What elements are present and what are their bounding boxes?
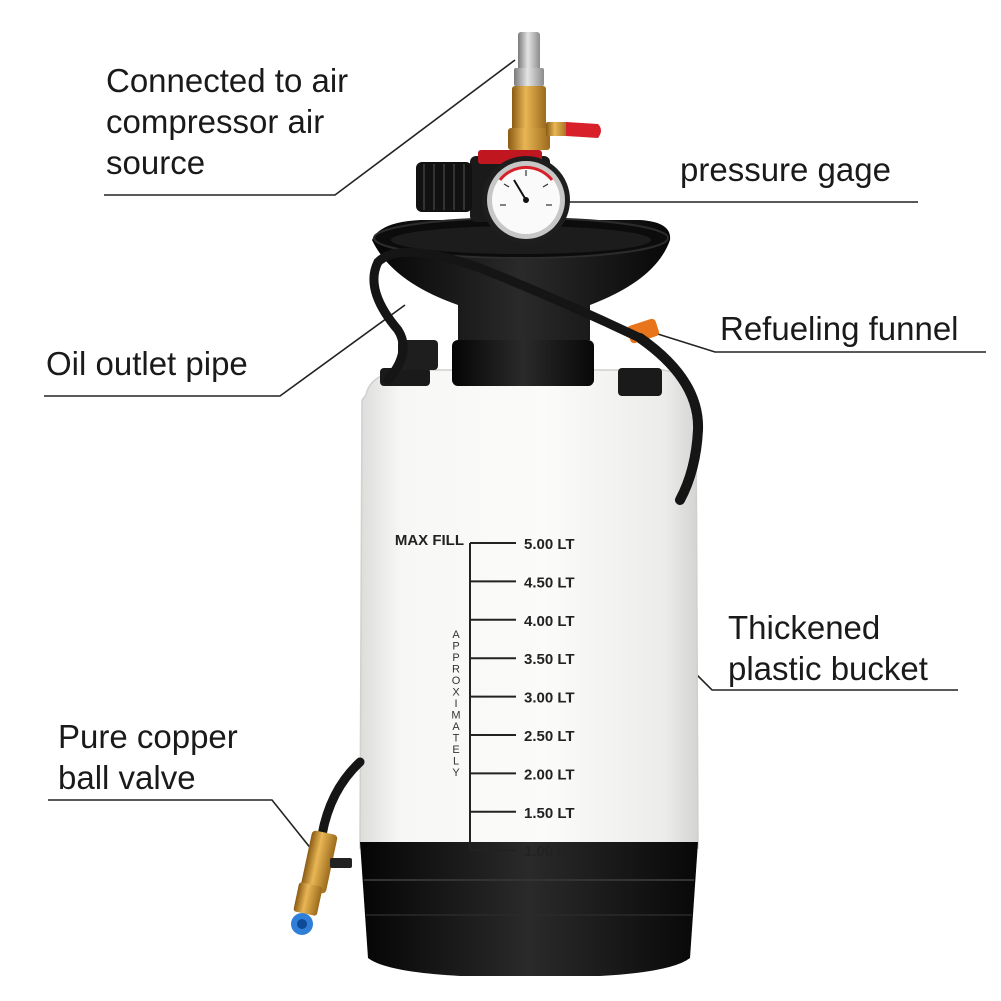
leader-ball-valve: [48, 799, 313, 851]
approx-letter: O: [452, 675, 461, 687]
oil-outlet-hose: [317, 247, 704, 840]
approx-letter: E: [452, 744, 459, 756]
scale-mark-label: 1.00 LT: [524, 843, 575, 860]
callout-air-source-line-3: source: [106, 144, 206, 181]
approx-letter: R: [452, 664, 460, 676]
approx-letter: Y: [452, 767, 460, 779]
approx-letter: T: [453, 733, 460, 745]
scale-mark-label: 4.50 LT: [524, 574, 575, 591]
approx-letter: X: [452, 687, 460, 699]
leader-refueling-funnel: [644, 329, 986, 353]
callout-ball-valve-line-1: Pure copper: [58, 718, 238, 755]
approx-letter: A: [452, 721, 460, 733]
callout-plastic-bucket-line-2: plastic bucket: [728, 650, 928, 687]
scale-mark-label: 2.50 LT: [524, 728, 575, 745]
callout-plastic-bucket-line-1: Thickened: [728, 609, 881, 646]
scale-mark-label: 4.00 LT: [524, 613, 575, 630]
leader-oil-outlet: [44, 304, 406, 397]
leader-air-source: [104, 59, 516, 196]
callout-leaders: [44, 59, 986, 851]
volume-scale: 5.00 LT 4.50 LT 4.00 LT 3.50 LT 3.00 LT 2.50 …: [395, 532, 575, 860]
callout-plastic-bucket: Thickened plastic bucket: [728, 607, 928, 689]
approx-letter: P: [452, 652, 459, 664]
bucket-neck: [380, 340, 662, 396]
scale-mark-label: 5.00 LT: [524, 536, 575, 553]
callout-air-source-line-2: compressor air: [106, 103, 325, 140]
callout-ball-valve: Pure copper ball valve: [58, 716, 238, 798]
ball-valve-icon: [291, 830, 352, 935]
scale-mark-label: 3.00 LT: [524, 690, 575, 707]
callout-air-source: Connected to air compressor air source: [106, 60, 348, 183]
callout-oil-outlet-pipe: Oil outlet pipe: [46, 345, 248, 382]
plastic-bucket: [359, 369, 699, 976]
approx-letter: A: [452, 629, 460, 641]
max-fill-label: MAX FILL: [395, 532, 464, 549]
air-coupler: [508, 32, 601, 150]
approx-letter: P: [452, 641, 459, 653]
approx-letter: L: [453, 756, 459, 768]
approx-letter: I: [454, 698, 457, 710]
callout-air-source-line-1: Connected to air: [106, 62, 349, 99]
pressure-gauge-icon: [482, 156, 570, 244]
approx-letter: M: [451, 710, 460, 722]
scale-mark-label: 3.50 LT: [524, 651, 575, 668]
callout-refueling-funnel: Refueling funnel: [720, 310, 959, 347]
callout-ball-valve-line-2: ball valve: [58, 759, 196, 796]
scale-mark-label: 1.50 LT: [524, 805, 575, 822]
callout-pressure-gage: pressure gage: [680, 151, 891, 188]
scale-mark-label: 2.00 LT: [524, 766, 575, 783]
